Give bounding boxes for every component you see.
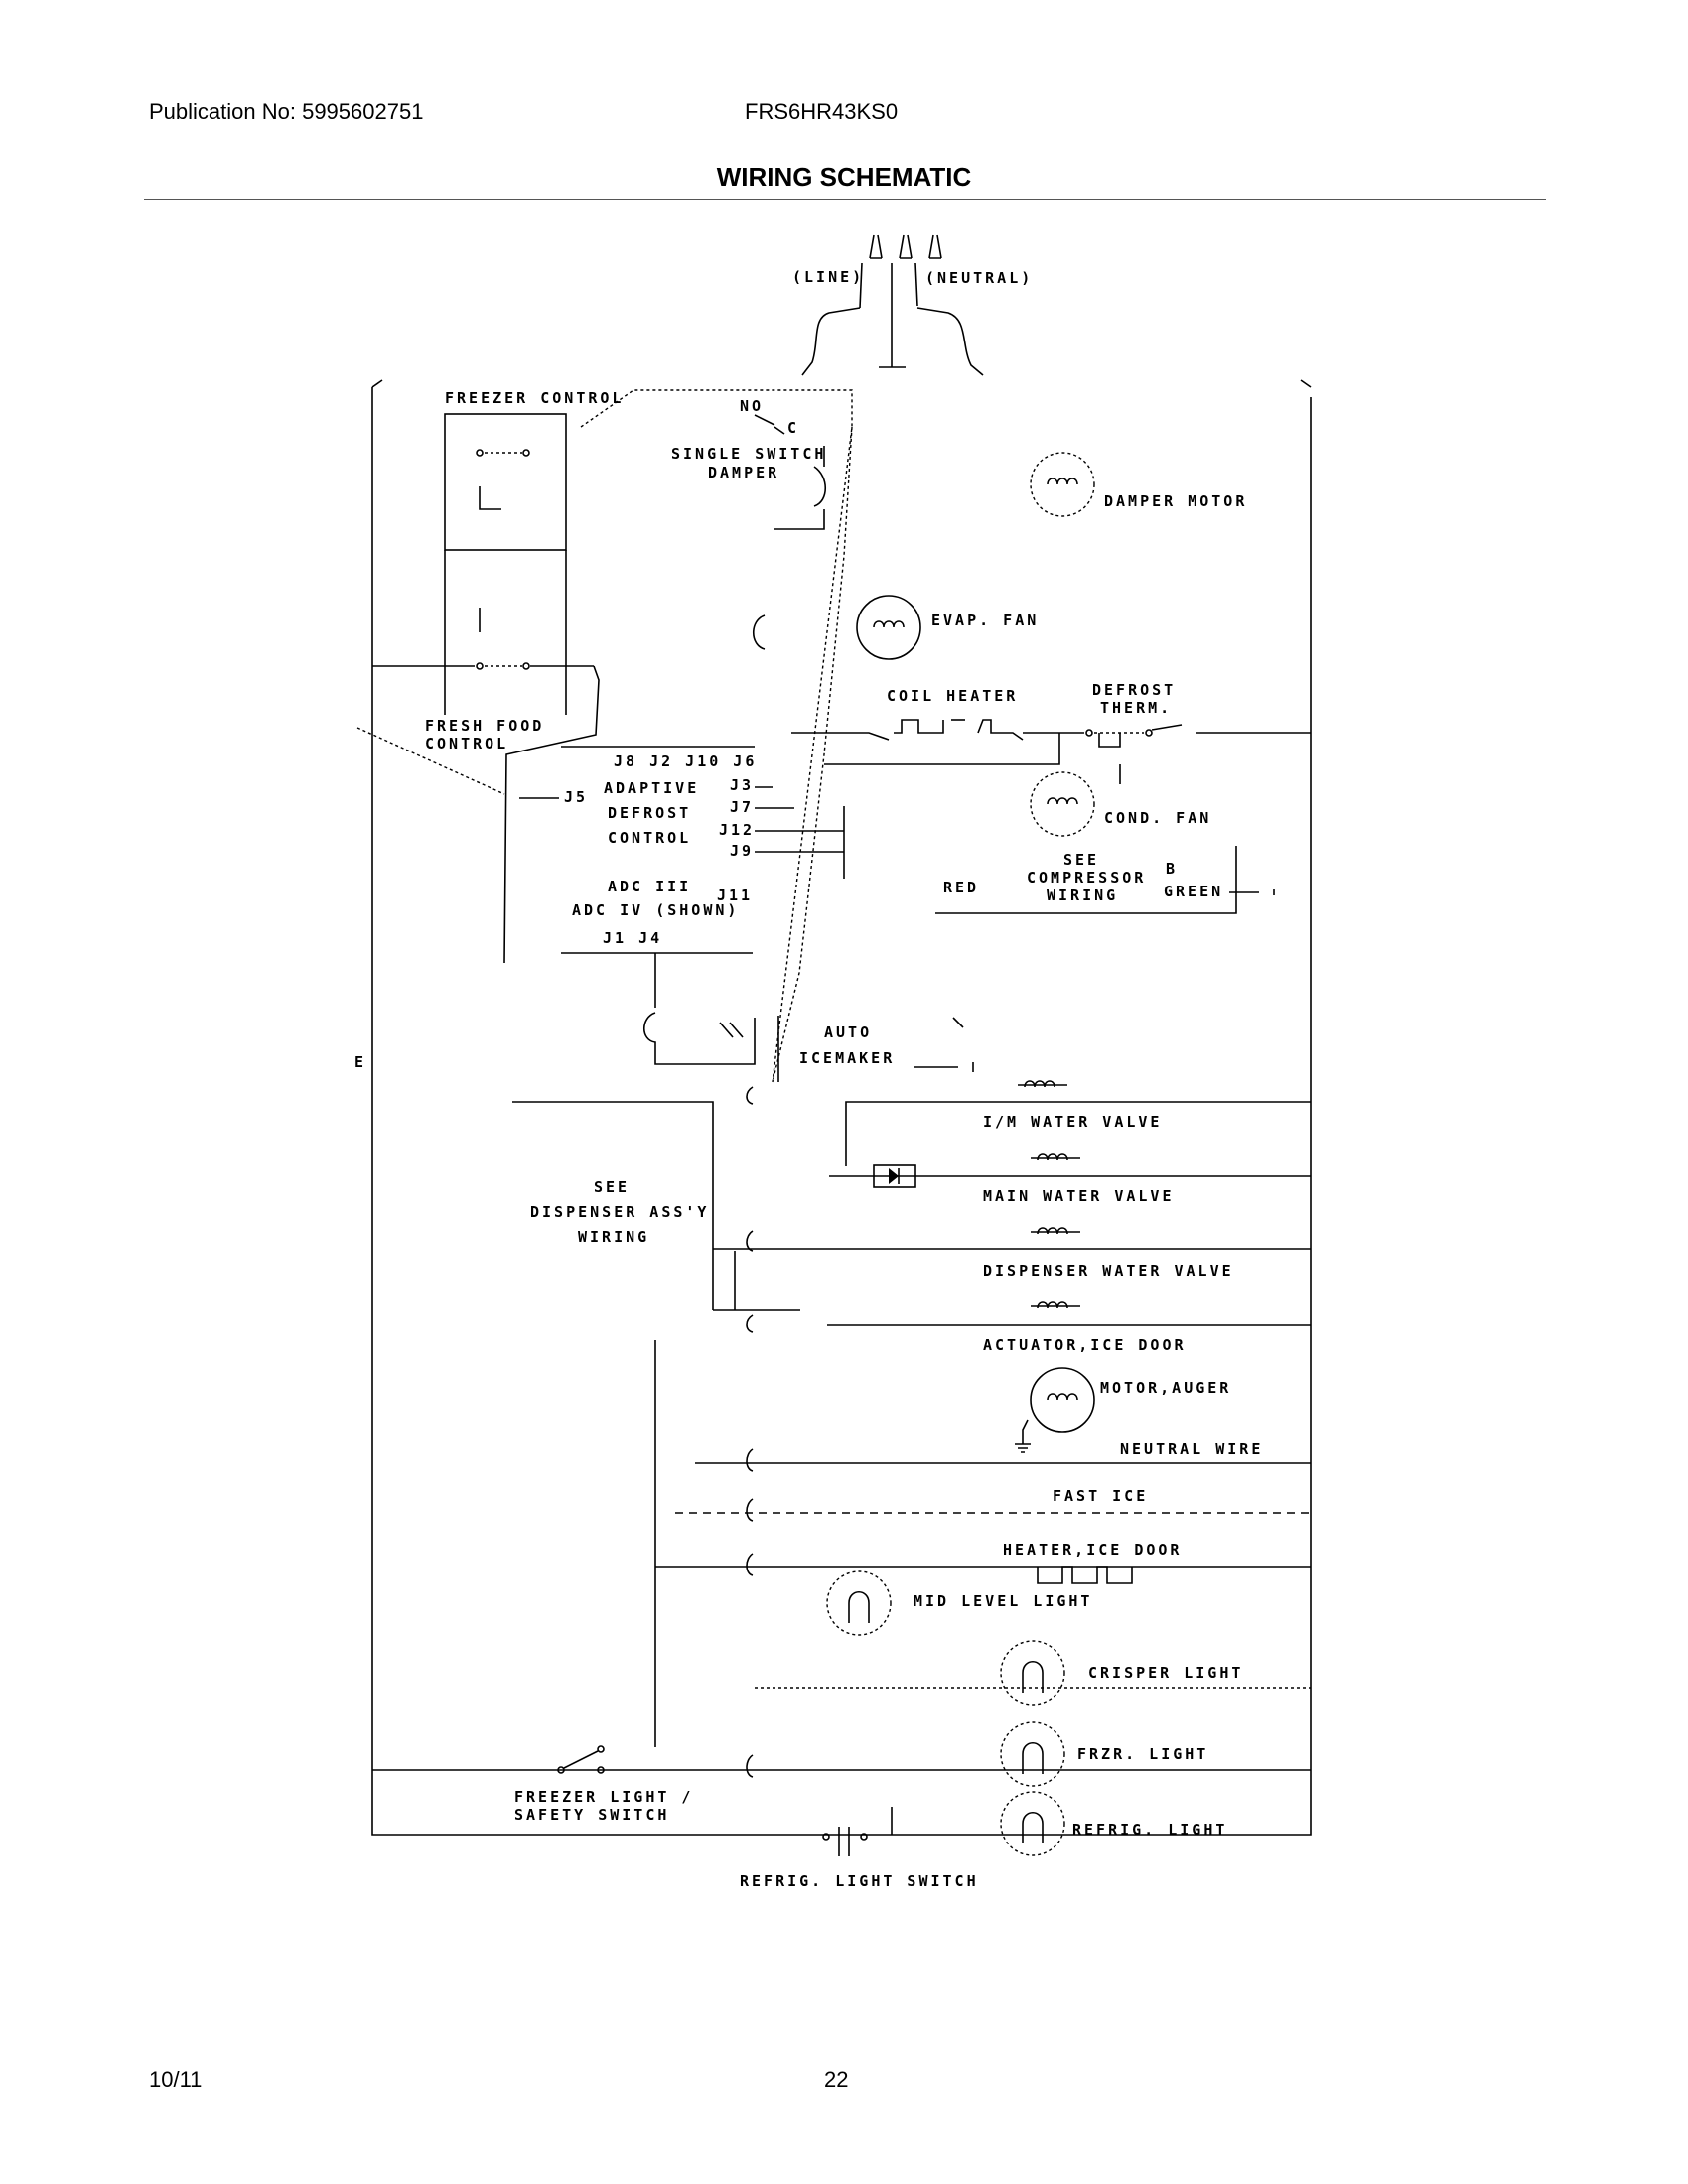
- freezer-control: FREEZER CONTROL: [372, 389, 624, 715]
- footer-date: 10/11: [149, 2067, 203, 2092]
- see-label: SEE: [1063, 851, 1099, 869]
- dispenser-assy-label: DISPENSER ASS'Y: [530, 1203, 709, 1221]
- frzr-light-label: FRZR. LIGHT: [1077, 1745, 1208, 1763]
- im-water-valve: I/M WATER VALVE: [845, 1080, 1311, 1166]
- j9-label: J9: [730, 842, 754, 860]
- green-label: GREEN: [1164, 883, 1223, 900]
- power-cord: (LINE) (NEUTRAL): [792, 234, 1033, 376]
- header-divider: [144, 199, 1546, 200]
- j1j4-label: J1 J4: [603, 929, 662, 947]
- single-switch-damper: NO C SINGLE SWITCH DAMPER: [671, 397, 827, 530]
- crisper-light: CRISPER LIGHT: [755, 1640, 1311, 1706]
- j3-label: J3: [730, 776, 754, 794]
- j-top-label: J8 J2 J10 J6: [614, 752, 757, 770]
- defrost2-label: DEFROST: [608, 804, 691, 822]
- crisper-light-label: CRISPER LIGHT: [1088, 1664, 1243, 1682]
- adaptive-defrost-control: J8 J2 J10 J6 J3 J5 ADAPTIVE DEFROST CONT…: [519, 746, 845, 1065]
- freezer-light-safety-switch: FREEZER LIGHT / SAFETY SWITCH: [514, 1745, 693, 1824]
- evap-fan: EVAP. FAN: [752, 595, 1039, 660]
- refrig-light-label: REFRIG. LIGHT: [1072, 1821, 1227, 1839]
- fresh-food-control: FRESH FOOD CONTROL: [356, 665, 600, 964]
- cond-fan-label: COND. FAN: [1104, 809, 1211, 827]
- e-label: E: [354, 1053, 366, 1071]
- page-number: 22: [824, 2067, 849, 2092]
- j11-label: J11: [717, 887, 753, 904]
- fast-ice: FAST ICE: [675, 1487, 1311, 1522]
- publication-number: Publication No: 5995602751: [149, 99, 424, 124]
- adc3-label: ADC III: [608, 878, 691, 895]
- j12-label: J12: [719, 821, 755, 839]
- damper-motor: DAMPER MOTOR: [1030, 452, 1247, 517]
- main-water-valve-label: MAIN WATER VALVE: [983, 1187, 1175, 1205]
- cond-fan: COND. FAN: [1030, 771, 1211, 837]
- single-switch-label: SINGLE SWITCH: [671, 445, 826, 463]
- page-title: WIRING SCHEMATIC: [716, 162, 972, 192]
- fast-ice-label: FAST ICE: [1053, 1487, 1148, 1505]
- b-label: B: [1166, 860, 1178, 878]
- j5-label: J5: [564, 788, 588, 806]
- motor-auger-label: MOTOR,AUGER: [1100, 1379, 1231, 1397]
- auto-icemaker: AUTO ICEMAKER: [719, 1016, 974, 1105]
- main-water-valve: MAIN WATER VALVE: [829, 1153, 1311, 1205]
- frzr-light: FRZR. LIGHT: [372, 1721, 1311, 1787]
- freezer-control-label: FREEZER CONTROL: [445, 389, 624, 407]
- see2-label: SEE: [594, 1178, 630, 1196]
- refrig-light: REFRIG. LIGHT: [1000, 1791, 1227, 1856]
- actuator-ice-door-label: ACTUATOR,ICE DOOR: [983, 1336, 1187, 1354]
- dispenser-water-valve-label: DISPENSER WATER VALVE: [983, 1262, 1234, 1280]
- evap-fan-label: EVAP. FAN: [931, 612, 1039, 629]
- compressor-label: COMPRESSOR: [1027, 869, 1146, 887]
- auto-label: AUTO: [824, 1024, 872, 1041]
- mid-level-light: MID LEVEL LIGHT: [826, 1570, 1092, 1636]
- coil-heater: COIL HEATER DEFROST THERM.: [791, 681, 1311, 784]
- c-label: C: [787, 419, 799, 437]
- refrig-light-switch-label: REFRIG. LIGHT SWITCH: [740, 1872, 979, 1890]
- motor-auger: MOTOR,AUGER: [1015, 1367, 1231, 1453]
- coil-heater-label: COIL HEATER: [887, 687, 1018, 705]
- im-water-valve-label: I/M WATER VALVE: [983, 1113, 1162, 1131]
- neutral-label: (NEUTRAL): [925, 269, 1033, 287]
- mid-level-light-label: MID LEVEL LIGHT: [914, 1592, 1092, 1610]
- heater-ice-door-label: HEATER,ICE DOOR: [1003, 1541, 1182, 1559]
- adaptive-label: ADAPTIVE: [604, 779, 699, 797]
- defrost-label: DEFROST: [1092, 681, 1176, 699]
- dispenser-section: SEE DISPENSER ASS'Y WIRING: [512, 1101, 1311, 1747]
- no-label: NO: [740, 397, 764, 415]
- control2-label: CONTROL: [608, 829, 691, 847]
- control-label: CONTROL: [425, 735, 508, 752]
- damper-motor-label: DAMPER MOTOR: [1104, 492, 1247, 510]
- adc4-label: ADC IV (SHOWN): [572, 901, 739, 919]
- neutral-wire-label: NEUTRAL WIRE: [1120, 1440, 1263, 1458]
- model-number: FRS6HR43KS0: [745, 99, 899, 124]
- heater-ice-door: HEATER,ICE DOOR: [655, 1541, 1311, 1584]
- freezer-light-safety-label: FREEZER LIGHT /: [514, 1788, 693, 1806]
- wiring-label: WIRING: [1047, 887, 1118, 904]
- refrig-light-switch: REFRIG. LIGHT SWITCH: [740, 1807, 979, 1890]
- fresh-food-label: FRESH FOOD: [425, 717, 544, 735]
- compressor-note: SEE COMPRESSOR WIRING RED B GREEN: [935, 846, 1275, 914]
- icemaker-label: ICEMAKER: [799, 1049, 895, 1067]
- safety-switch-label: SAFETY SWITCH: [514, 1806, 669, 1824]
- therm-label: THERM.: [1100, 699, 1172, 717]
- dispenser-water-valve: DISPENSER WATER VALVE: [983, 1227, 1234, 1280]
- wiring2-label: WIRING: [578, 1228, 649, 1246]
- neutral-wire: NEUTRAL WIRE: [695, 1440, 1311, 1472]
- red-label: RED: [943, 879, 979, 896]
- actuator-ice-door: ACTUATOR,ICE DOOR: [827, 1301, 1311, 1354]
- damper-label: DAMPER: [708, 464, 779, 481]
- line-label: (LINE): [792, 268, 864, 286]
- j7-label: J7: [730, 798, 754, 816]
